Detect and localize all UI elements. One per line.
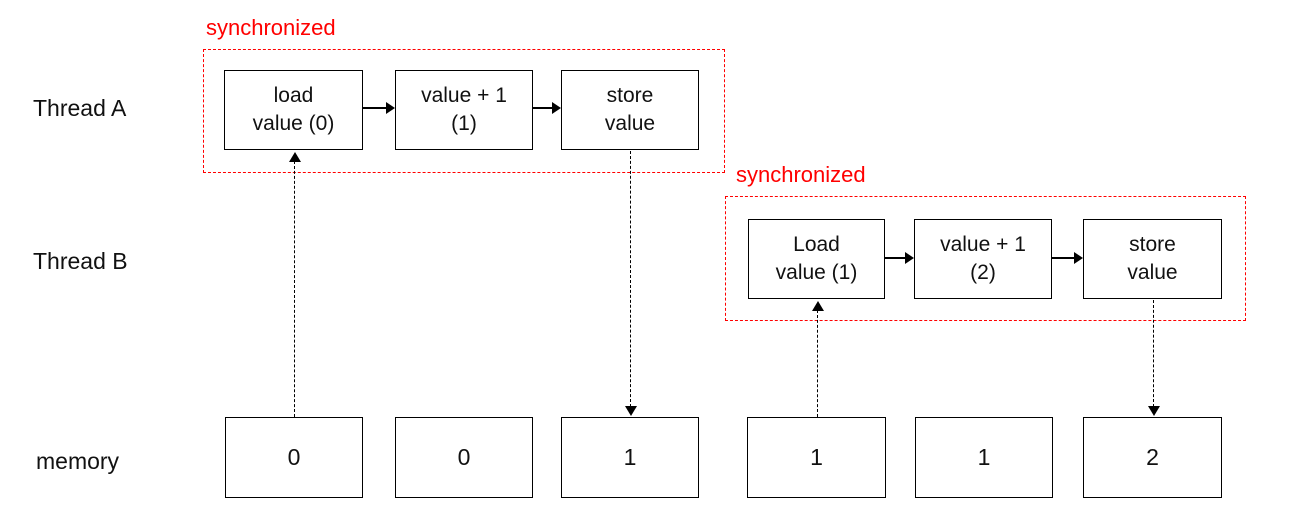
thread-b-load-value-box: Load value (1): [748, 219, 885, 299]
memory-cell-value: 0: [287, 444, 301, 470]
thread-a-arrow-load-to-increment: [363, 102, 395, 114]
arrow-head-icon: [288, 152, 301, 162]
arrow-head-icon: [811, 301, 824, 311]
box-text-line: Load: [793, 233, 840, 257]
thread-b-increment-box: value + 1 (2): [914, 219, 1052, 299]
box-text-line: value + 1: [421, 84, 507, 108]
memory-cell-value: 1: [977, 444, 991, 470]
box-text-line: (2): [970, 261, 996, 284]
memory-cell: 0: [395, 417, 533, 498]
box-text-line: (1): [451, 112, 477, 135]
box-text-line: value (1): [775, 261, 858, 284]
box-text-line: value: [1127, 261, 1178, 284]
thread-a-arrow-increment-to-store: [533, 102, 561, 114]
thread-b-row-label: Thread B: [33, 248, 128, 274]
arrow-shaft: [533, 107, 554, 109]
box-text-line: store: [1129, 233, 1176, 257]
arrow-shaft: [816, 310, 818, 417]
arrow-head-icon: [905, 252, 914, 264]
thread-a-increment-box: value + 1 (1): [395, 70, 533, 150]
arrow-shaft: [363, 107, 388, 109]
box-text-line: value + 1: [940, 233, 1026, 257]
thread-b-arrow-increment-to-store: [1052, 252, 1083, 264]
arrow-shaft: [1052, 257, 1076, 259]
memory-cell-value: 1: [810, 444, 823, 470]
arrow-thread-a-store-to-memory: [624, 151, 637, 416]
memory-cell-value: 2: [1146, 444, 1159, 470]
memory-cell: 2: [1083, 417, 1222, 498]
thread-b-store-value-box: store value: [1083, 219, 1222, 299]
memory-cell-value: 0: [457, 444, 471, 470]
thread-a-synchronized-region: [203, 49, 725, 173]
thread-b-synchronized-label: synchronized: [736, 162, 866, 187]
box-text-line: load: [273, 84, 314, 108]
arrow-thread-b-store-to-memory: [1147, 300, 1160, 416]
arrow-head-icon: [1074, 252, 1083, 264]
memory-cell: 1: [561, 417, 699, 498]
thread-b-synchronized-region: [725, 196, 1246, 321]
arrow-head-icon: [624, 406, 637, 416]
box-text-line: value (0): [252, 112, 335, 135]
memory-row-label: memory: [36, 448, 120, 474]
thread-a-store-value-box: store value: [561, 70, 699, 150]
arrow-head-icon: [386, 102, 395, 114]
memory-cell: 1: [915, 417, 1053, 498]
arrow-shaft: [1152, 300, 1154, 407]
memory-cell-value: 1: [623, 444, 637, 470]
arrow-shaft: [293, 161, 295, 417]
thread-a-synchronized-label: synchronized: [206, 15, 336, 40]
arrow-memory-to-thread-a-load: [288, 152, 301, 417]
arrow-shaft: [885, 257, 907, 259]
box-text-line: store: [606, 84, 654, 108]
memory-cell: 0: [225, 417, 363, 498]
arrow-shaft: [629, 151, 631, 407]
arrow-head-icon: [1147, 406, 1160, 416]
thread-b-arrow-load-to-increment: [885, 252, 914, 264]
box-text-line: value: [604, 112, 656, 135]
arrow-memory-to-thread-b-load: [811, 301, 824, 417]
thread-a-load-value-box: load value (0): [224, 70, 363, 150]
arrow-head-icon: [552, 102, 561, 114]
thread-a-row-label: Thread A: [33, 95, 127, 121]
memory-cell: 1: [747, 417, 886, 498]
